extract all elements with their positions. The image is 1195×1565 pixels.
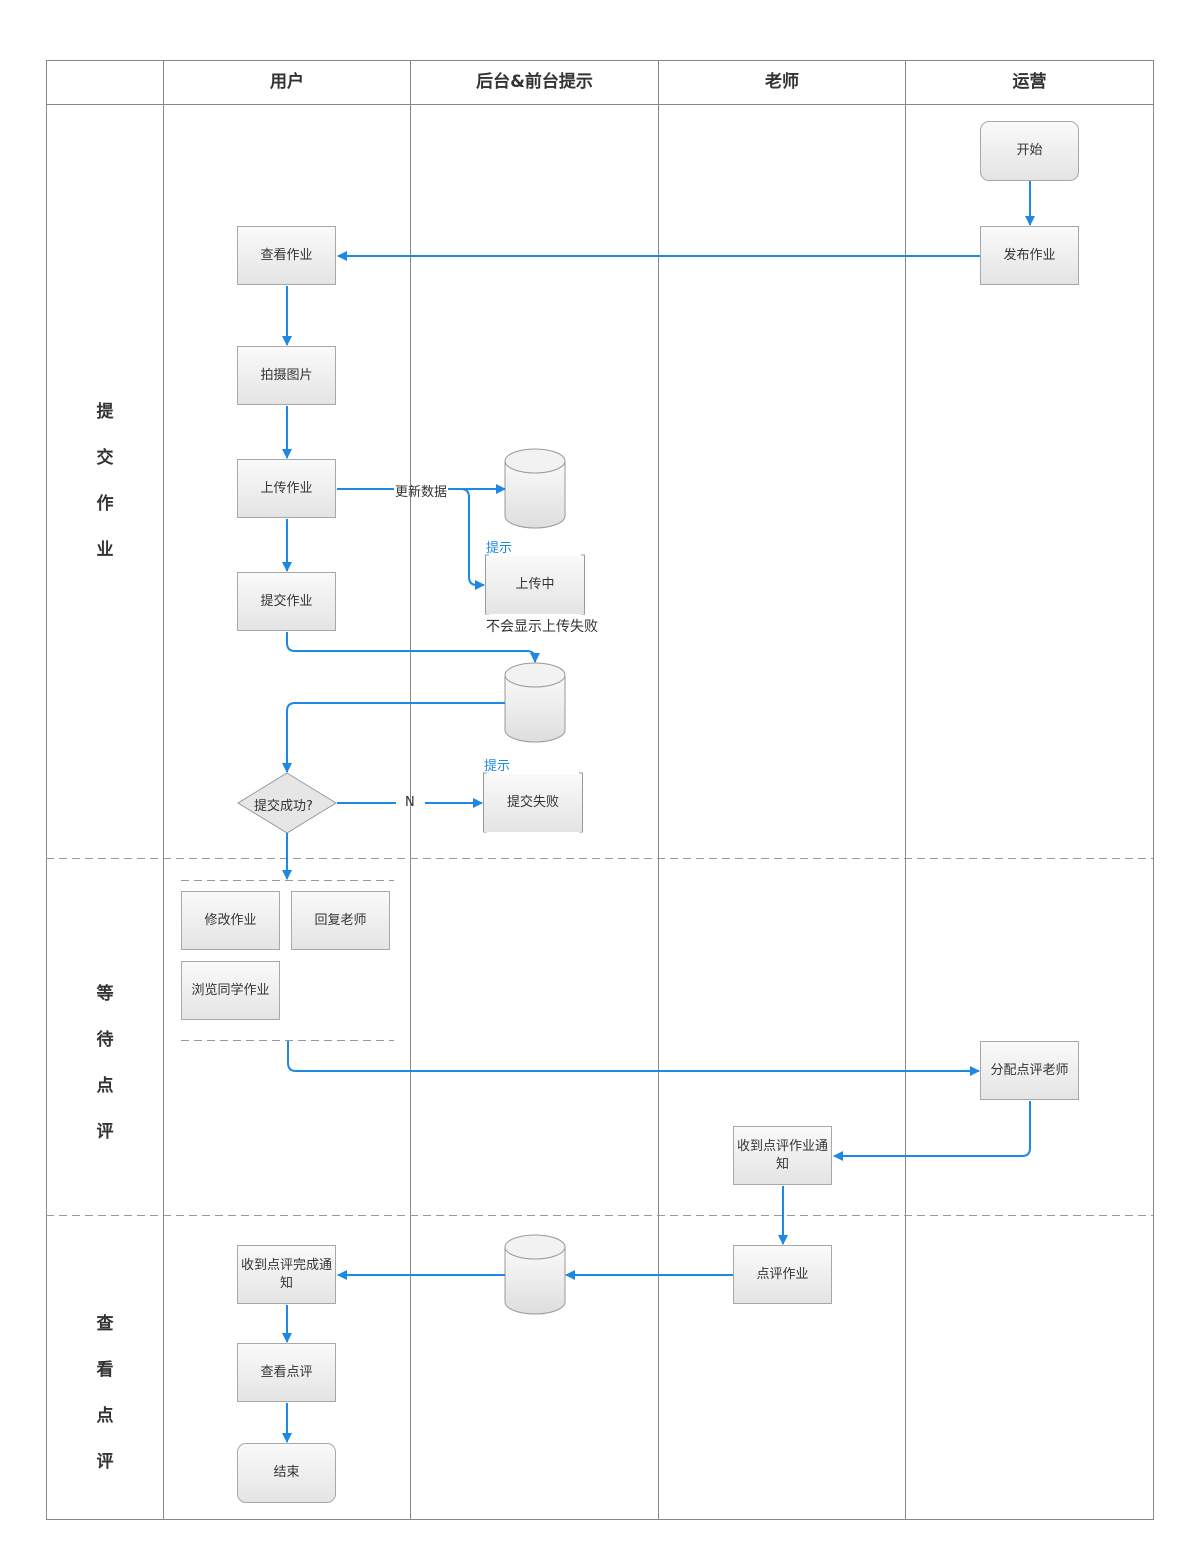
phase-char: 点 [96,1406,114,1426]
assign-teacher-node[interactable]: 分配点评老师 [980,1041,1079,1100]
lane-header-user: 用户 [270,72,304,92]
update-data-label: 更新数据 [395,485,448,500]
lane-header-operations: 运营 [1012,72,1047,92]
group-dividers [181,880,394,1041]
lane-header-backend: 后台&前台提示 [476,72,593,92]
flow-arrows [282,181,1035,1443]
phase-char: 待 [96,1030,114,1050]
no-branch-label: N [405,795,415,810]
review-homework-node[interactable]: 点评作业 [733,1245,832,1304]
review-complete-notice-node[interactable]: 收到点评完成通知 [237,1245,336,1304]
publish-homework-node[interactable]: 发布作业 [980,226,1079,285]
lane-header-teacher: 老师 [765,72,799,92]
tip-bracket-uploading [485,554,585,615]
phase-char: 点 [96,1076,114,1096]
phase-char: 提 [96,402,114,422]
tip-label: 提示 [484,759,511,774]
phase-char: 查 [96,1314,114,1334]
swimlane-grid [46,60,1154,1520]
edit-homework-node[interactable]: 修改作业 [181,891,280,950]
database-cylinder-1 [504,448,566,529]
phase-char: 看 [96,1360,114,1380]
phase-char: 作 [96,494,114,514]
upload-homework-node[interactable]: 上传作业 [237,459,336,518]
view-review-node[interactable]: 查看点评 [237,1343,336,1402]
browse-peers-homework-node[interactable]: 浏览同学作业 [181,961,280,1020]
take-photo-node[interactable]: 拍摄图片 [237,346,336,405]
start-node[interactable]: 开始 [980,121,1079,181]
view-homework-node[interactable]: 查看作业 [237,226,336,285]
phase-char: 评 [96,1122,114,1142]
end-node[interactable]: 结束 [237,1443,336,1503]
database-cylinder-3 [504,1234,566,1315]
phase-dividers [46,858,1153,1216]
reply-teacher-node[interactable]: 回复老师 [291,891,390,950]
uploading-tip-node[interactable]: 上传中 [486,556,584,614]
decision-label[interactable]: 提交成功? [254,799,313,814]
submit-homework-node[interactable]: 提交作业 [237,572,336,631]
tip-label: 提示 [486,541,513,556]
phase-char: 业 [96,540,114,560]
submit-fail-tip-node[interactable]: 提交失败 [484,774,582,832]
phase-char: 等 [96,984,114,1004]
database-cylinder-2 [504,662,566,743]
phase-char: 评 [96,1452,114,1472]
no-upload-fail-note: 不会显示上传失败 [486,619,598,635]
phase-char: 交 [96,448,114,468]
teacher-notice-node[interactable]: 收到点评作业通知 [733,1126,832,1185]
